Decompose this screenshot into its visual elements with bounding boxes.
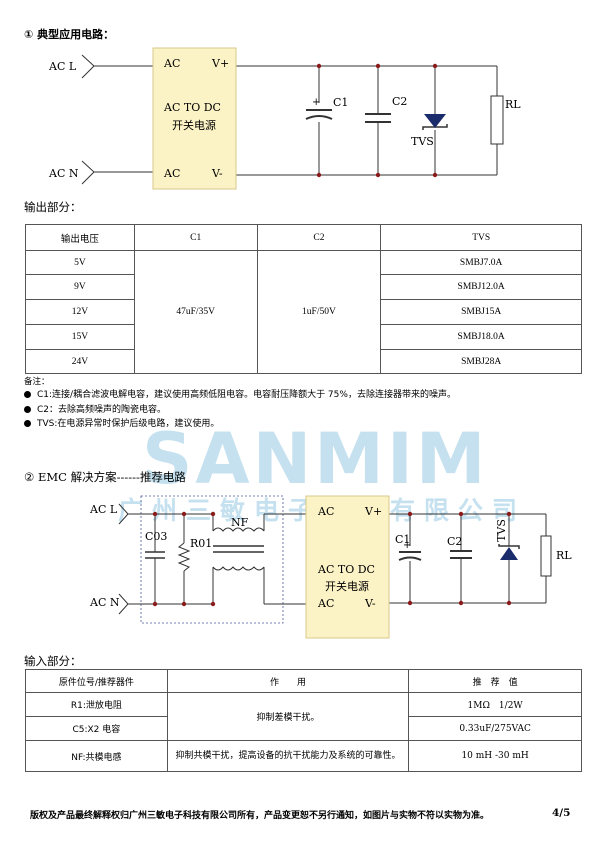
note-item: C1:连接/耦合滤波电解电容，建议使用高频低阻电容。电容耐压降额大于 75%，去…: [24, 388, 456, 403]
section1-title: ① 典型应用电路：: [24, 28, 115, 41]
note-text: C1:连接/耦合滤波电解电容，建议使用高频低阻电容。电容耐压降额大于 75%，去…: [37, 390, 456, 400]
voltage-cell: 15V: [25, 324, 135, 350]
header-c2: C2: [256, 224, 382, 251]
c2-value-cell: 1uF/50V: [256, 250, 382, 374]
section2-title: ② EMC 解决方案------推荐电路: [24, 470, 186, 484]
emc-tvs-label: TVS: [494, 519, 508, 542]
function-cell: 抑制共模干扰，提高设备的抗干扰能力及系统的可靠性。: [166, 740, 410, 772]
emc-module-ac-top-label: AC: [318, 505, 335, 518]
note-text: C2：去除高频噪声的陶瓷电容。: [37, 404, 167, 415]
c1-label: C1: [333, 96, 349, 109]
header-recommended-value: 推 荐 值: [408, 669, 582, 693]
tvs-label: TVS: [411, 135, 434, 148]
c1-value-cell: 47uF/35V: [133, 250, 258, 374]
emc-module-vplus-label: V+: [365, 505, 383, 518]
emc-module-title-2: 开关电源: [325, 580, 369, 593]
emc-c1-label: C1: [395, 533, 411, 546]
ac-n-label: AC N: [49, 167, 79, 180]
output-section-title: 输出部分：: [24, 200, 82, 214]
module-vminus-label: V-: [212, 167, 223, 180]
input-table: 原件位号/推荐器件 作 用 推 荐 值 R1:泄放电阻 抑制差模干扰。 1MΩ …: [25, 669, 582, 772]
typical-application-circuit: +: [81, 47, 504, 190]
page-number: 4/5: [552, 807, 571, 819]
emc-module-ac-bottom-label: AC: [318, 597, 335, 610]
emc-rl-label: RL: [556, 549, 572, 562]
emc-ac-l-label: AC L: [90, 503, 118, 516]
value-cell: 0.33uF/275VAC: [408, 716, 582, 741]
copyright-footer: 版权及产品最终解释权归广州三敏电子科技有限公司所有，产品变更恕不另行通知，如图片…: [30, 811, 490, 821]
note-item: C2：去除高频噪声的陶瓷电容。: [24, 403, 456, 418]
module-ac-bottom-label: AC: [164, 167, 181, 180]
module-vplus-label: V+: [212, 57, 230, 70]
bullet-icon: [24, 420, 31, 427]
input-section-title: 输入部分：: [24, 654, 82, 668]
value-cell: 10 mH -30 mH: [408, 740, 582, 772]
module-ac-top-label: AC: [164, 57, 181, 70]
ac-l-label: AC L: [49, 60, 77, 73]
svg-text:+: +: [312, 97, 320, 108]
emc-ac-n-label: AC N: [90, 596, 120, 609]
value-cell: 1MΩ 1/2W: [408, 692, 582, 717]
function-cell: 抑制差模干扰。: [166, 692, 410, 741]
emc-c2-label: C2: [447, 535, 463, 548]
part-cell: R1:泄放电阻: [25, 692, 168, 717]
r01-label: R01: [190, 537, 213, 550]
part-cell: NF:共模电感: [25, 740, 168, 772]
c2-label: C2: [392, 95, 408, 108]
emc-recommended-circuit: +: [118, 495, 552, 639]
module-title-2: 开关电源: [172, 119, 216, 132]
notes-heading: 备注：: [24, 377, 50, 387]
svg-text:+: +: [403, 540, 411, 551]
tvs-cell: SMBJ7.0A: [380, 250, 582, 275]
tvs-cell: SMBJ12.0A: [380, 274, 582, 300]
c03-label: C03: [145, 530, 168, 543]
module-title-1: AC TO DC: [164, 101, 221, 114]
header-part: 原件位号/推荐器件: [25, 669, 168, 693]
header-c1: C1: [133, 224, 258, 251]
watermark-brand: SANMIM: [142, 418, 489, 500]
output-table: 输出电压 C1 C2 TVS 5V 47uF/35V 1uF/50V SMBJ7…: [25, 224, 582, 374]
voltage-cell: 12V: [25, 299, 135, 325]
voltage-cell: 24V: [25, 349, 135, 374]
notes: 备注： C1:连接/耦合滤波电解电容，建议使用高频低阻电容。电容耐压降额大于 7…: [24, 377, 456, 432]
bullet-icon: [24, 405, 31, 413]
header-function: 作 用: [166, 669, 410, 693]
emc-module-title-1: AC TO DC: [318, 563, 375, 576]
emc-module-vminus-label: V-: [365, 597, 376, 610]
nf-label: NF: [231, 516, 249, 529]
note-text: TVS:在电源异常时保护后级电路，建议使用。: [37, 419, 220, 429]
rl-label: RL: [505, 98, 521, 111]
bullet-icon: [24, 391, 31, 398]
part-cell: C5:X2 电容: [25, 716, 168, 741]
tvs-cell: SMBJ28A: [380, 349, 582, 374]
note-item: TVS:在电源异常时保护后级电路，建议使用。: [24, 417, 456, 432]
